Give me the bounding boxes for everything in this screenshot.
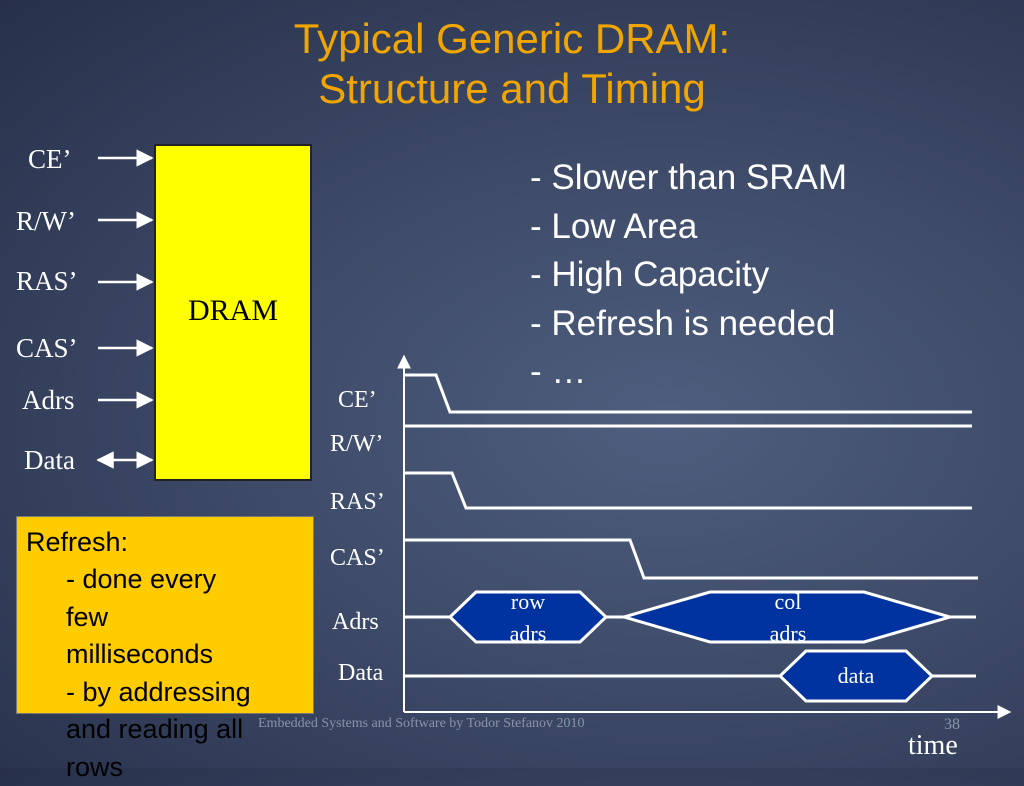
timing-label-adrs: Adrs — [332, 609, 379, 635]
signal-label-rw: R/W’ — [16, 206, 76, 236]
refresh-line: - by addressing — [66, 674, 306, 712]
row-adrs-line2: adrs — [478, 618, 578, 650]
col-adrs-line1: col — [738, 586, 838, 618]
signal-label-ras: RAS’ — [16, 266, 78, 296]
signal-label-data: Data — [24, 445, 75, 475]
bullet-item: - High Capacity — [530, 251, 847, 300]
timing-label-cas: CAS’ — [330, 545, 385, 571]
cas-waveform — [404, 540, 978, 578]
feature-bullet-list: - Slower than SRAM - Low Area - High Cap… — [530, 154, 847, 397]
signal-label-adrs: Adrs — [22, 385, 75, 415]
bullet-item: - … — [530, 348, 847, 397]
refresh-line: - done every — [66, 561, 306, 599]
timing-label-data: Data — [338, 660, 383, 686]
col-adrs-label: col adrs — [738, 586, 838, 650]
signal-label-cas: CAS’ — [16, 333, 78, 363]
time-axis-label: time — [908, 730, 958, 762]
data-bus-label: data — [806, 660, 906, 692]
refresh-line: milliseconds — [66, 636, 306, 674]
row-adrs-label: row adrs — [478, 586, 578, 650]
refresh-line: rows — [66, 749, 306, 786]
row-adrs-line1: row — [478, 586, 578, 618]
bullet-item: - Slower than SRAM — [530, 154, 847, 203]
col-adrs-line2: adrs — [738, 618, 838, 650]
signal-label-ce: CE’ — [28, 144, 72, 174]
refresh-line: few — [66, 599, 306, 637]
ras-waveform — [404, 473, 972, 508]
slide-footer: Embedded Systems and Software by Todor S… — [258, 716, 585, 732]
timing-label-rw: R/W’ — [330, 431, 383, 457]
bullet-item: - Low Area — [530, 203, 847, 252]
timing-label-ras: RAS’ — [330, 489, 385, 515]
bullet-item: - Refresh is needed — [530, 300, 847, 349]
refresh-text: - done every few milliseconds - by addre… — [66, 561, 306, 786]
timing-label-ce: CE’ — [338, 387, 377, 413]
refresh-title: Refresh: — [26, 524, 128, 561]
dram-chip-label: DRAM — [154, 294, 312, 328]
slide-page-number: 38 — [944, 716, 960, 734]
